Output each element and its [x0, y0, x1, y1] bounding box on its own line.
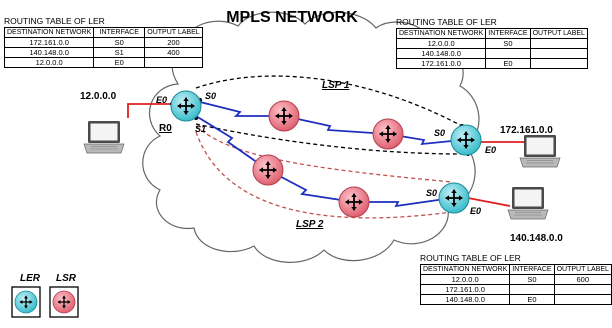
- r0-label: R0: [159, 123, 172, 134]
- table-row: 172.161.0.0 E0: [395, 58, 588, 69]
- cell: [553, 294, 612, 305]
- cell: E0: [93, 57, 146, 68]
- legend-ler-label: LER: [20, 273, 41, 284]
- r0-e0-label: E0: [156, 95, 167, 105]
- cell: 12.0.0.0: [419, 274, 511, 285]
- r0-s1-label: S1: [195, 124, 206, 134]
- ler-router-right-top[interactable]: [450, 124, 482, 156]
- table-row: 172.161.0.0 S0 200: [3, 37, 203, 48]
- table-row: 12.0.0.0 E0: [3, 57, 203, 68]
- ethernet-links: [127, 103, 526, 207]
- legend: LER LSR: [11, 273, 79, 318]
- cell: 600: [553, 274, 612, 285]
- lsp2-label: LSP 2: [296, 219, 324, 230]
- routing-table-title: ROUTING TABLE OF LER: [396, 17, 497, 27]
- cell: E0: [509, 294, 555, 305]
- table-row: 12.0.0.0 S0: [395, 38, 588, 49]
- cell: 140.148.0.0: [419, 294, 511, 305]
- table-row: 140.148.0.0 E0: [419, 294, 612, 305]
- lsp1-tunnel: [195, 75, 463, 155]
- cell: 12.0.0.0: [395, 38, 487, 49]
- routing-table-top-right: ROUTING TABLE OF LER DESTINATION NETWORK…: [395, 17, 588, 69]
- cell: 12.0.0.0: [3, 57, 95, 68]
- cell: [529, 48, 588, 59]
- lsr-router-top-2[interactable]: [372, 118, 404, 150]
- r2-s0-label: S0: [426, 188, 437, 198]
- mpls-diagram: MPLS NETWORK LSP 1 LSP 2 R0 E0 S0 S1 S0 …: [3, 9, 612, 318]
- laptop-left-icon: [83, 120, 125, 154]
- column-header: OUTPUT LABEL: [144, 27, 203, 38]
- cell: [144, 57, 203, 68]
- network-label-right-bottom: 140.148.0.0: [510, 233, 563, 244]
- cell: S0: [509, 274, 555, 285]
- column-header: DESTINATION NETWORK: [3, 27, 95, 38]
- routing-table-left: ROUTING TABLE OF LER DESTINATION NETWORK…: [3, 16, 203, 68]
- lsr-router-top-1[interactable]: [268, 100, 300, 132]
- lsr-router-bottom-2[interactable]: [338, 186, 370, 218]
- ler-router-right-bottom[interactable]: [438, 182, 470, 214]
- network-label-left: 12.0.0.0: [80, 91, 117, 102]
- cell: S0: [93, 37, 146, 48]
- column-header: DESTINATION NETWORK: [419, 264, 511, 275]
- cell: 172.161.0.0: [3, 37, 95, 48]
- column-header: INTERFACE: [509, 264, 555, 275]
- lsp1-label: LSP 1: [322, 80, 350, 91]
- column-header: INTERFACE: [93, 27, 146, 38]
- laptop-right-bottom-icon: [507, 186, 549, 220]
- cell: [509, 284, 555, 295]
- lsp2-tunnel: [195, 125, 453, 219]
- legend-lsr-label: LSR: [56, 273, 77, 284]
- column-header: INTERFACE: [485, 28, 531, 39]
- cell: 200: [144, 37, 203, 48]
- serial-links: [195, 101, 463, 208]
- diagram-canvas: MPLS NETWORK LSP 1 LSP 2 R0 E0 S0 S1 S0 …: [11, 9, 563, 318]
- table-row: 172.161.0.0: [419, 284, 612, 295]
- network-cloud: [142, 11, 480, 263]
- cell: S0: [485, 38, 531, 49]
- cell: [553, 284, 612, 295]
- cell: 140.148.0.0: [395, 48, 487, 59]
- r0-s0-label: S0: [205, 91, 216, 101]
- column-header: OUTPUT LABEL: [553, 264, 612, 275]
- r1-s0-label: S0: [434, 128, 445, 138]
- cell: 140.148.0.0: [3, 47, 95, 58]
- routing-table-title: ROUTING TABLE OF LER: [420, 253, 521, 263]
- table-row: 140.148.0.0: [395, 48, 588, 59]
- cell: [529, 58, 588, 69]
- r2-e0-label: E0: [470, 206, 481, 216]
- cell: S1: [93, 47, 146, 58]
- column-header: DESTINATION NETWORK: [395, 28, 487, 39]
- r1-e0-label: E0: [485, 145, 496, 155]
- cell: [529, 38, 588, 49]
- routing-table-bottom-right: ROUTING TABLE OF LER DESTINATION NETWORK…: [419, 253, 612, 305]
- laptop-right-top-icon: [519, 134, 561, 168]
- cell: E0: [485, 58, 531, 69]
- table-row: 140.148.0.0 S1 400: [3, 47, 203, 58]
- cell: 172.161.0.0: [395, 58, 487, 69]
- ler-router-r0[interactable]: [170, 90, 202, 122]
- cell: 172.161.0.0: [419, 284, 511, 295]
- page-title: MPLS NETWORK: [226, 9, 358, 26]
- lsr-router-bottom-1[interactable]: [252, 154, 284, 186]
- cell: 400: [144, 47, 203, 58]
- table-row: 12.0.0.0 S0 600: [419, 274, 612, 285]
- cell: [485, 48, 531, 59]
- routing-table-title: ROUTING TABLE OF LER: [4, 16, 105, 26]
- column-header: OUTPUT LABEL: [529, 28, 588, 39]
- network-label-right-top: 172.161.0.0: [500, 125, 553, 136]
